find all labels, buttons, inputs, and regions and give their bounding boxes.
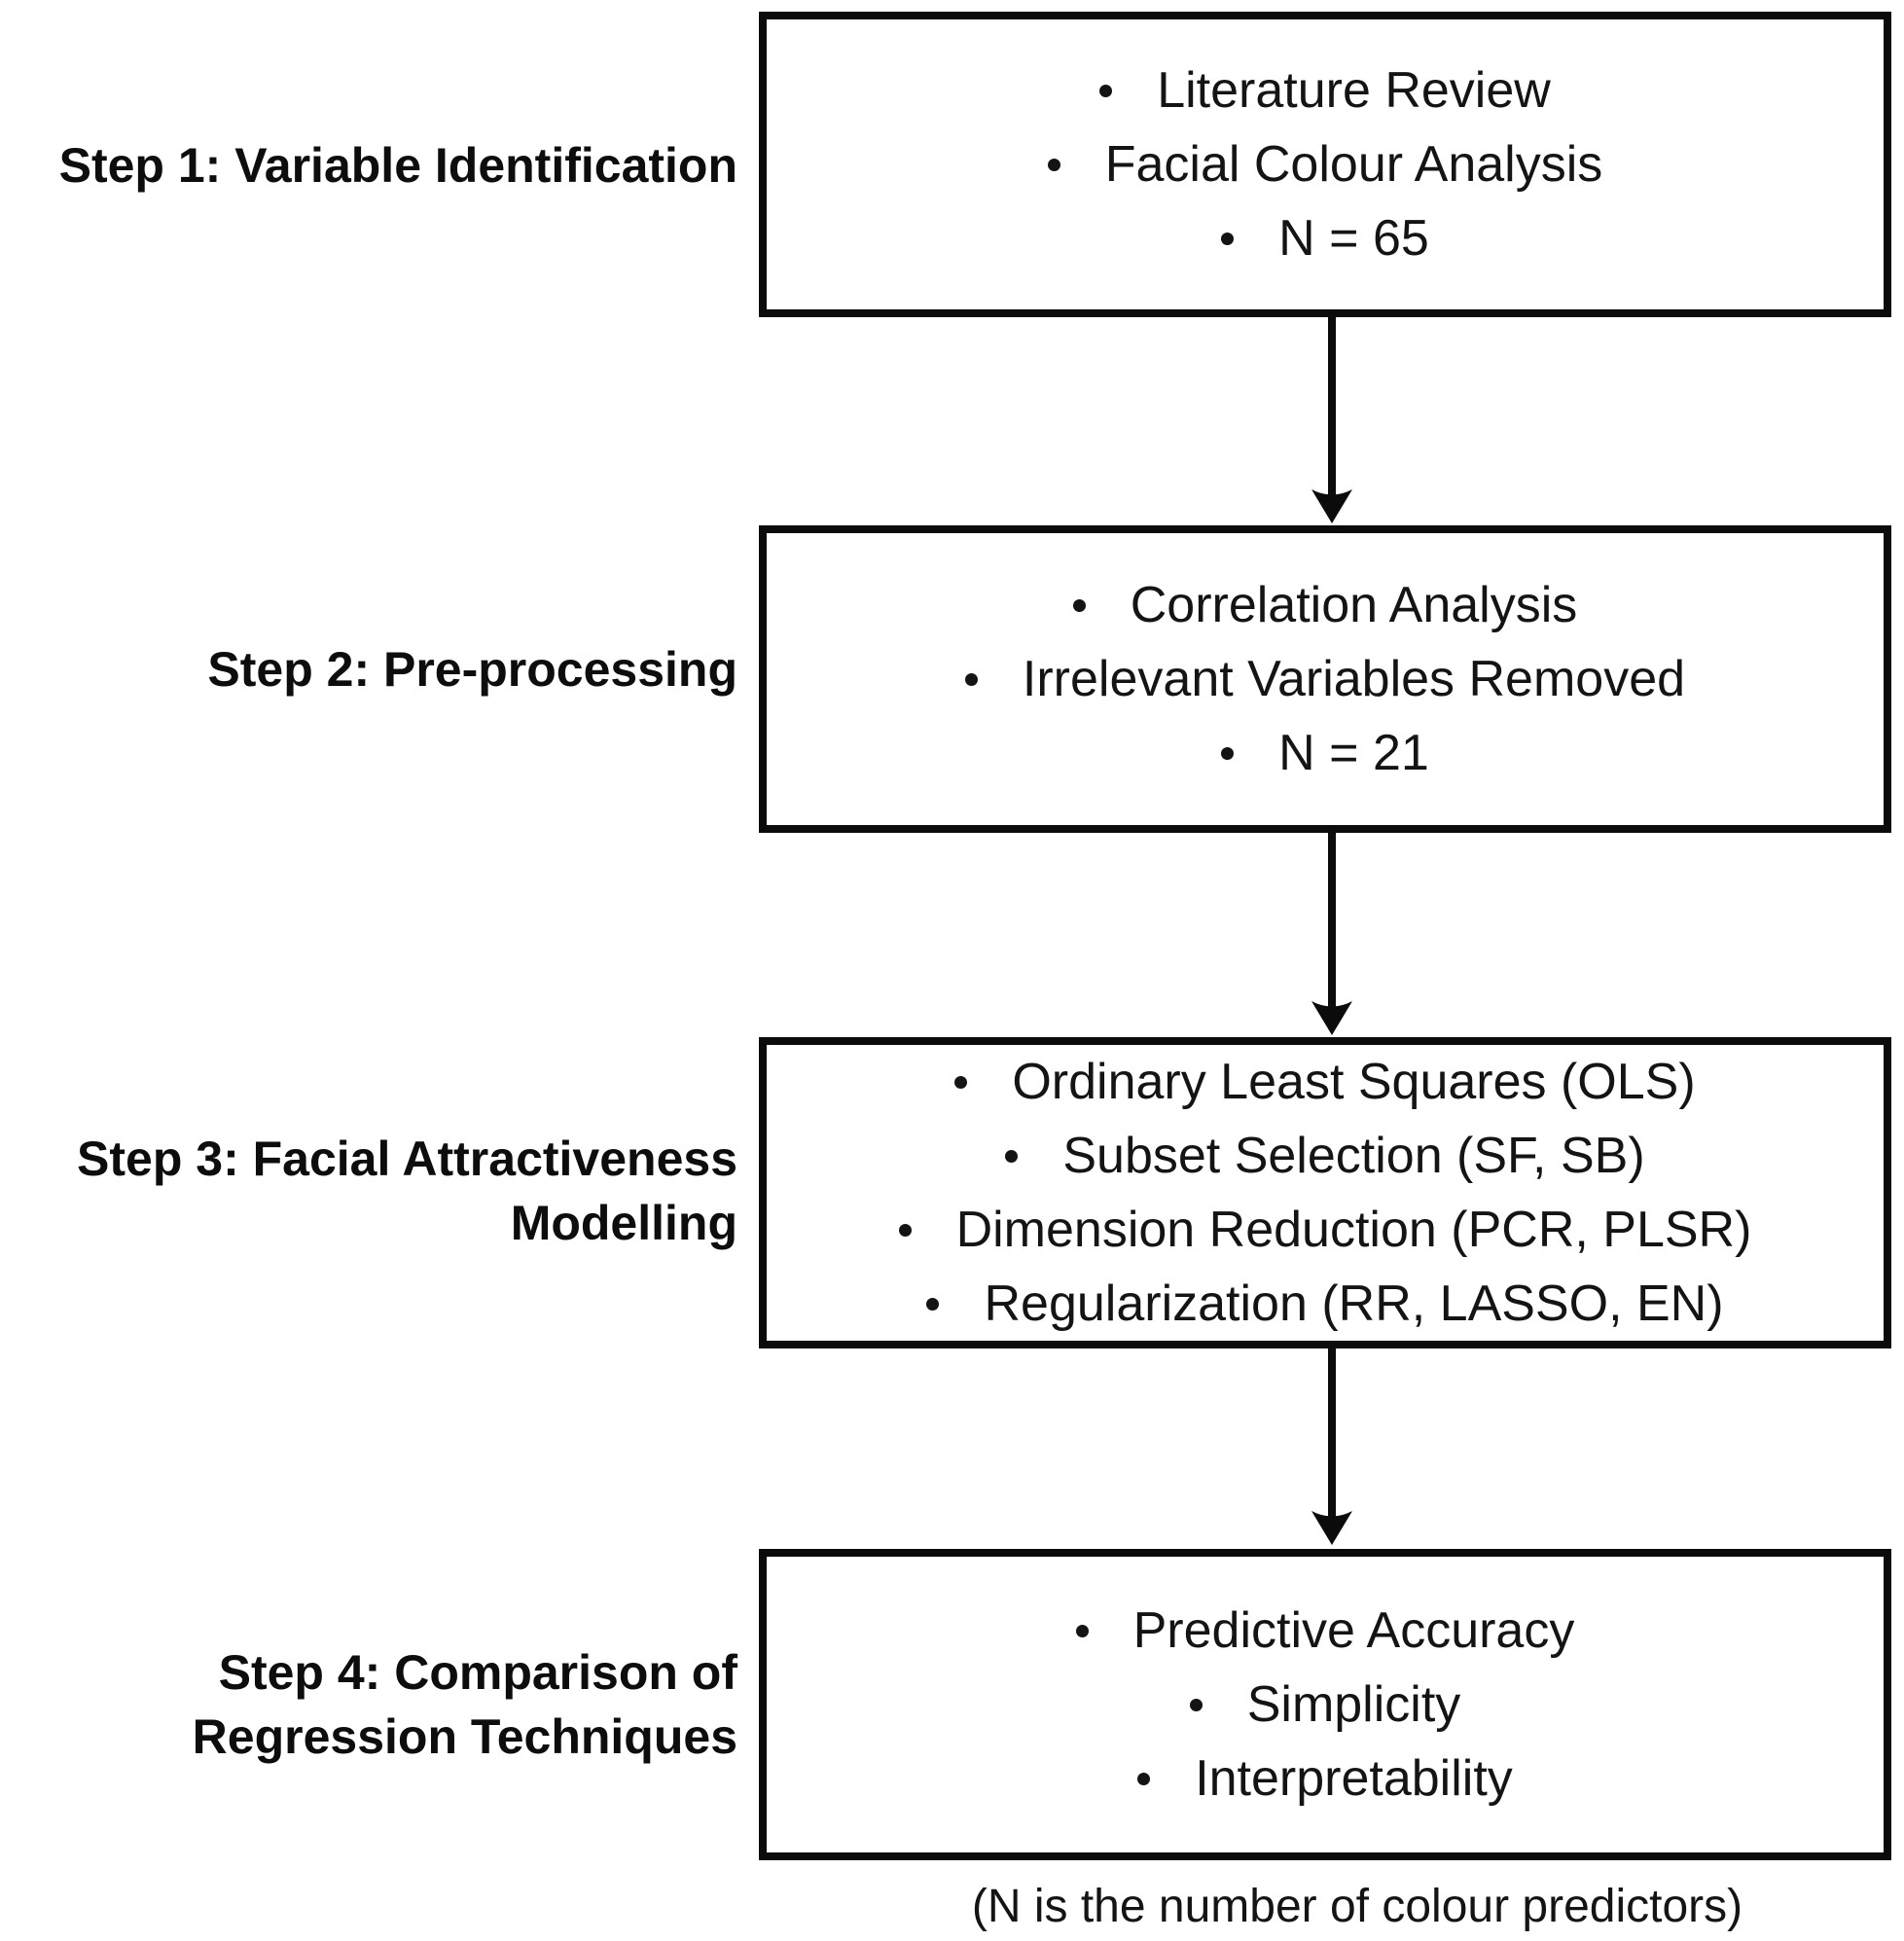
bullet-text: Facial Colour Analysis [1104, 136, 1603, 193]
list-item: Dimension Reduction (PCR, PLSR) [898, 1193, 1752, 1267]
list-item: Irrelevant Variables Removed [964, 642, 1686, 716]
step-3-label: Step 3: Facial Attractiveness Modelling [0, 1127, 737, 1255]
step-label-line: Step 1: Variable Identification [58, 138, 737, 193]
list-item: Literature Review [1099, 54, 1551, 127]
list-item: N = 65 [1221, 201, 1429, 275]
bullet-text: Predictive Accuracy [1132, 1602, 1575, 1659]
list-item: Interpretability [1137, 1742, 1513, 1815]
bullet-text: Literature Review [1157, 62, 1551, 119]
bullet-icon [954, 1075, 968, 1089]
bullet-icon [1072, 598, 1086, 612]
bullet-icon [1189, 1698, 1203, 1711]
list-item: Correlation Analysis [1072, 568, 1578, 642]
flow-arrow-2 [1309, 833, 1355, 1037]
step-label-line: Regression Techniques [192, 1709, 737, 1764]
bullet-text: Irrelevant Variables Removed [1022, 651, 1686, 707]
list-item: Facial Colour Analysis [1047, 127, 1603, 201]
bullet-icon [1047, 158, 1060, 171]
list-item: N = 21 [1221, 716, 1429, 790]
bullet-text: Interpretability [1195, 1750, 1513, 1807]
step-label-line: Modelling [510, 1196, 737, 1250]
bullet-icon [1099, 84, 1113, 97]
step-label-line: Step 4: Comparison of [218, 1645, 737, 1700]
flow-arrow-1 [1309, 317, 1355, 525]
bullet-icon [1005, 1149, 1019, 1163]
flow-arrow-3 [1309, 1348, 1355, 1547]
step-4-label: Step 4: Comparison of Regression Techniq… [0, 1640, 737, 1769]
bullet-icon [1221, 232, 1235, 245]
list-item: Subset Selection (SF, SB) [1005, 1119, 1645, 1193]
bullet-text: N = 21 [1278, 725, 1429, 781]
list-item: Regularization (RR, LASSO, EN) [926, 1267, 1724, 1341]
step-4-box: Predictive Accuracy Simplicity Interpret… [759, 1549, 1891, 1860]
step-3-box: Ordinary Least Squares (OLS) Subset Sele… [759, 1037, 1891, 1348]
list-item: Predictive Accuracy [1075, 1594, 1575, 1668]
bullet-icon [1075, 1624, 1089, 1637]
bullet-text: N = 65 [1278, 210, 1429, 267]
step-1-label: Step 1: Variable Identification [0, 133, 737, 198]
bullet-icon [1221, 746, 1235, 760]
arrowhead-down-icon [1311, 1348, 1352, 1545]
bullet-text: Regularization (RR, LASSO, EN) [984, 1276, 1724, 1332]
footnote: (N is the number of colour predictors) [971, 1881, 1743, 1932]
step-2-box: Correlation Analysis Irrelevant Variable… [759, 525, 1891, 833]
bullet-icon [1137, 1772, 1151, 1785]
arrowhead-down-icon [1311, 833, 1352, 1035]
bullet-icon [926, 1297, 940, 1311]
list-item: Simplicity [1189, 1668, 1461, 1742]
bullet-text: Dimension Reduction (PCR, PLSR) [955, 1202, 1752, 1258]
bullet-icon [964, 672, 978, 686]
step-1-box: Literature Review Facial Colour Analysis… [759, 12, 1891, 317]
step-2-label: Step 2: Pre-processing [0, 637, 737, 701]
step-label-line: Step 3: Facial Attractiveness [77, 1132, 737, 1186]
bullet-text: Simplicity [1246, 1676, 1461, 1733]
step-label-line: Step 2: Pre-processing [207, 642, 737, 697]
bullet-icon [898, 1223, 912, 1237]
bullet-text: Subset Selection (SF, SB) [1062, 1128, 1645, 1184]
arrowhead-down-icon [1311, 317, 1352, 523]
list-item: Ordinary Least Squares (OLS) [954, 1045, 1696, 1119]
bullet-text: Correlation Analysis [1130, 577, 1578, 633]
bullet-text: Ordinary Least Squares (OLS) [1012, 1054, 1696, 1110]
